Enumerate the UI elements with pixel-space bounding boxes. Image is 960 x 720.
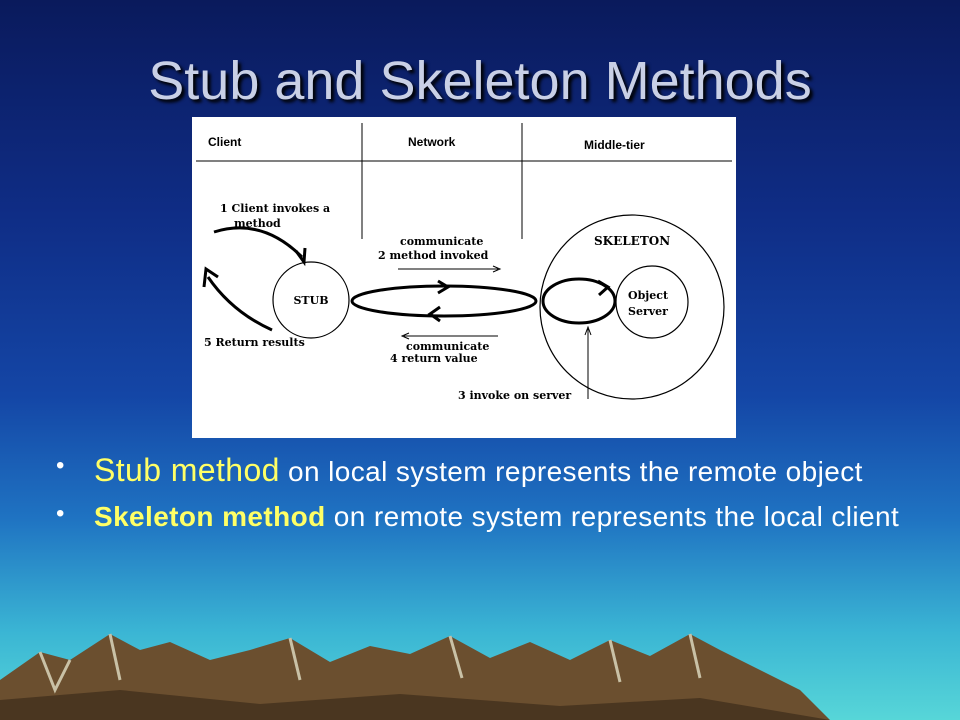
step3-label: 3 invoke on server xyxy=(458,389,571,402)
diagram-svg: Client Network Middle-tier 1 Client invo… xyxy=(196,123,732,402)
step5-arrow xyxy=(206,276,273,332)
object-server-label-line1: Object xyxy=(628,289,669,302)
stub-label: STUB xyxy=(293,294,328,307)
skeleton-loop-arrow xyxy=(597,279,611,297)
step1-arrowhead xyxy=(294,247,307,267)
network-arrow-forward xyxy=(437,279,451,295)
step4-label-line2: 4 return value xyxy=(390,352,478,365)
column-header-network: Network xyxy=(408,135,456,149)
skeleton-label: SKELETON xyxy=(594,234,670,248)
object-server-circle xyxy=(615,265,689,339)
bullet-highlight-stub: Stub method xyxy=(94,452,280,488)
column-header-middle-tier: Middle-tier xyxy=(584,138,645,152)
step3-pointer-head xyxy=(584,325,592,336)
bullet-dot: • xyxy=(56,499,65,527)
bullet-item-skeleton: • Skeleton method on remote system repres… xyxy=(56,500,916,533)
stub-circle xyxy=(272,261,350,339)
mountain-range xyxy=(0,634,830,720)
step1-arrow xyxy=(213,226,304,259)
step5-label: 5 Return results xyxy=(204,336,305,349)
mountain-highlights xyxy=(38,633,702,694)
object-server-label-line2: Server xyxy=(628,305,668,318)
step2-pointer-head xyxy=(492,265,502,273)
stub-skeleton-diagram: Client Network Middle-tier 1 Client invo… xyxy=(192,117,736,438)
mountain-landscape xyxy=(0,633,830,720)
skeleton-circle xyxy=(539,214,725,400)
column-header-client: Client xyxy=(208,135,241,149)
skeleton-loop xyxy=(541,277,617,325)
network-arrow-back xyxy=(427,305,441,323)
step2-label-line2: 2 method invoked xyxy=(378,249,489,262)
step4-label-line1: communicate xyxy=(406,340,489,353)
bullet-highlight-skeleton: Skeleton method xyxy=(94,500,326,532)
bullet-item-stub: • Stub method on local system represents … xyxy=(56,452,916,490)
bullet-dot: • xyxy=(56,452,65,479)
slide-title: Stub and Skeleton Methods xyxy=(148,51,812,111)
bullet-list: • Stub method on local system represents … xyxy=(56,452,916,543)
step4-pointer-head xyxy=(400,332,410,340)
step2-label-line1: communicate xyxy=(400,235,483,248)
bullet-text-stub: on local system represents the remote ob… xyxy=(279,456,863,487)
bullet-text-skeleton: on remote system represents the local cl… xyxy=(325,500,900,532)
step1-label-line1: 1 Client invokes a xyxy=(220,202,330,215)
step5-arrowhead xyxy=(202,266,219,288)
mountain-foothills xyxy=(0,690,830,720)
